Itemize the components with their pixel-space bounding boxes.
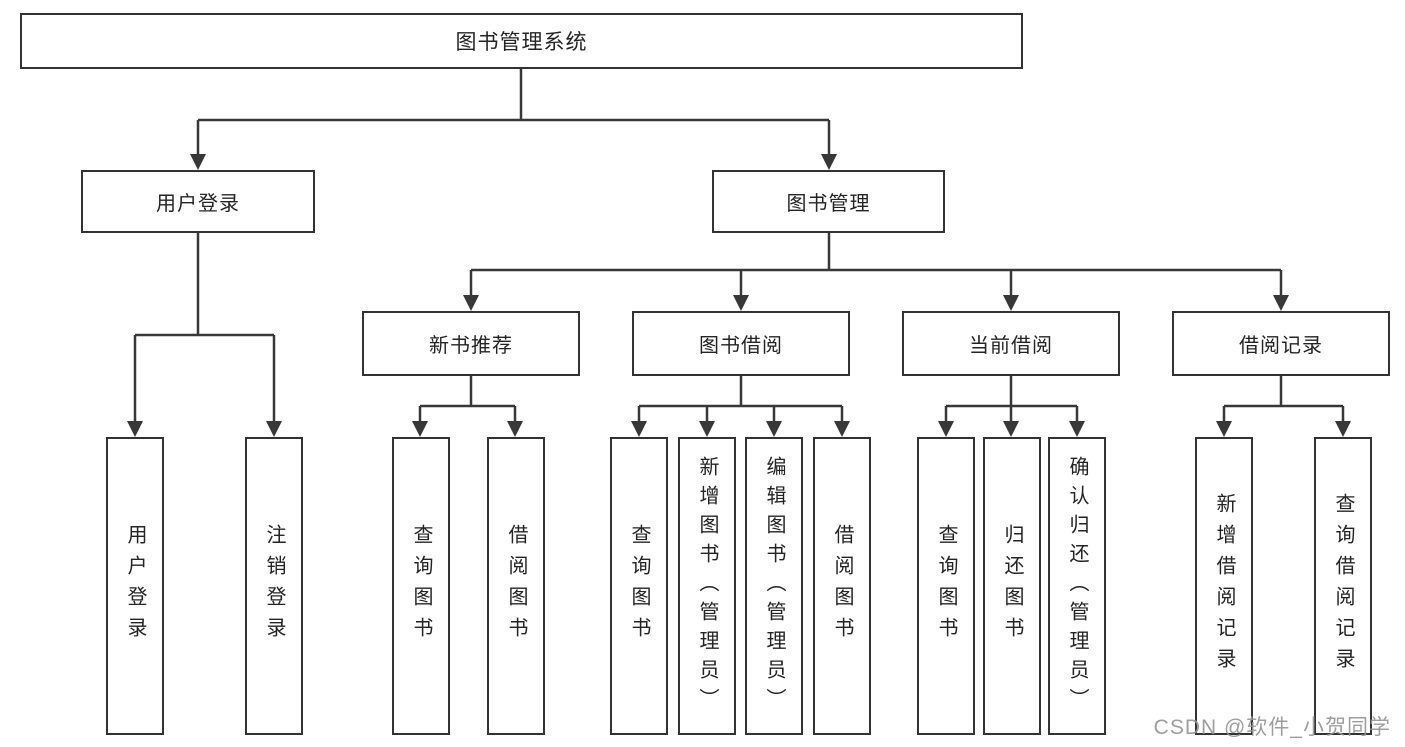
leaf-borrow-edit-book-admin-label: 编辑图书（管理员）: [763, 455, 785, 717]
node-user-login-label: 用户登录: [156, 193, 240, 215]
leaf-borrow-query-book: 查询图书: [610, 437, 668, 735]
node-root-label: 图书管理系统: [455, 31, 588, 54]
leaf-current-query-book-label: 查询图书: [935, 524, 957, 648]
node-book-borrow-label: 图书借阅: [699, 335, 783, 357]
leaf-borrow-borrow-book-label: 借阅图书: [831, 524, 853, 648]
csdn-watermark: CSDN @软件_小贺同学: [1153, 716, 1391, 739]
leaf-current-return-book: 归还图书: [983, 437, 1041, 735]
leaf-record-add: 新增借阅记录: [1195, 437, 1253, 735]
node-book-management-label: 图书管理: [786, 193, 871, 215]
node-borrow-record-label: 借阅记录: [1239, 335, 1323, 357]
node-book-borrow: 图书借阅: [632, 311, 850, 376]
leaf-borrow-query-book-label: 查询图书: [628, 524, 650, 648]
leaf-current-return-book-label: 归还图书: [1001, 524, 1023, 648]
leaf-logout-label: 注销登录: [263, 524, 285, 648]
leaf-record-add-label: 新增借阅记录: [1213, 493, 1235, 679]
leaf-record-query: 查询借阅记录: [1314, 437, 1372, 735]
leaf-recommend-query-book-label: 查询图书: [410, 524, 432, 648]
node-current-borrow: 当前借阅: [902, 311, 1120, 376]
node-user-login: 用户登录: [81, 170, 315, 233]
leaf-recommend-borrow-book: 借阅图书: [487, 437, 545, 735]
node-borrow-record: 借阅记录: [1172, 311, 1390, 376]
node-new-book-recommend: 新书推荐: [362, 311, 580, 376]
node-root: 图书管理系统: [20, 13, 1023, 69]
leaf-logout: 注销登录: [245, 437, 303, 735]
node-new-book-recommend-label: 新书推荐: [429, 335, 513, 357]
leaf-recommend-borrow-book-label: 借阅图书: [505, 524, 527, 648]
leaf-borrow-add-book-admin: 新增图书（管理员）: [678, 437, 736, 735]
node-book-management: 图书管理: [712, 170, 945, 233]
leaf-borrow-add-book-admin-label: 新增图书（管理员）: [696, 455, 718, 717]
leaf-current-query-book: 查询图书: [917, 437, 975, 735]
leaf-current-confirm-return-admin: 确认归还（管理员）: [1048, 437, 1106, 735]
leaf-borrow-edit-book-admin: 编辑图书（管理员）: [745, 437, 803, 735]
leaf-user-login: 用户登录: [106, 437, 164, 735]
leaf-recommend-query-book: 查询图书: [392, 437, 450, 735]
leaf-user-login-label: 用户登录: [124, 524, 146, 648]
leaf-borrow-borrow-book: 借阅图书: [813, 437, 871, 735]
leaf-current-confirm-return-admin-label: 确认归还（管理员）: [1066, 455, 1088, 717]
node-current-borrow-label: 当前借阅: [969, 335, 1053, 357]
leaf-record-query-label: 查询借阅记录: [1332, 493, 1354, 679]
